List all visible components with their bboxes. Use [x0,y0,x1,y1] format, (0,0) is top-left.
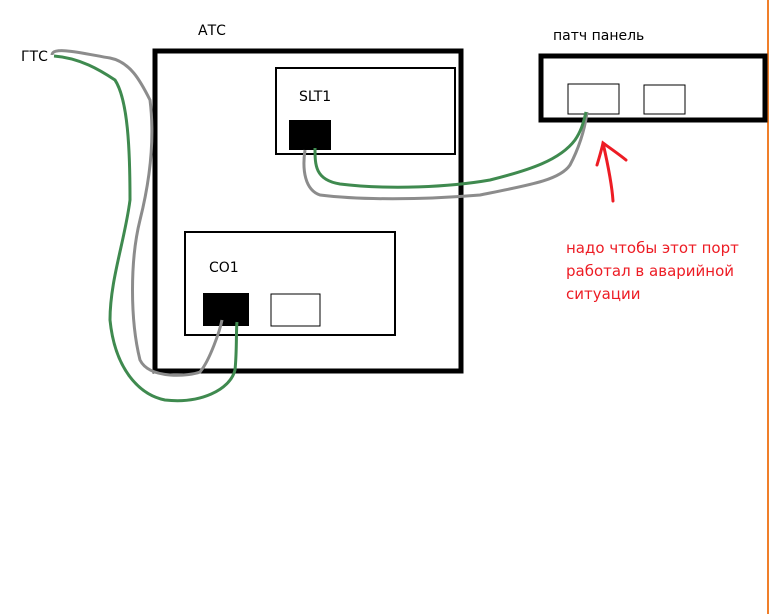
co1-label: CO1 [209,260,239,276]
note-line-1: надо чтобы этот порт [566,239,739,257]
slt1-board [275,67,456,155]
patch-port-2 [643,84,686,115]
ats-label: АТС [198,23,226,39]
gts-label: ГТС [21,49,48,65]
patch-port-1 [567,83,620,115]
gts-gray-wire [50,49,224,377]
co1-board [184,231,396,336]
ats-box [152,48,464,374]
patch-panel-label: патч панель [553,28,644,44]
red-arrow [595,140,628,203]
slt1-port [289,120,331,150]
co1-port-1 [203,293,249,326]
patch-panel-box [538,53,768,123]
note-line-3: ситуации [566,285,641,303]
gts-green-wire [53,54,239,403]
slt-gray-wire [302,111,589,201]
slt-green-wire [313,111,588,189]
slt1-label: SLT1 [299,89,331,105]
co1-port-2 [270,293,321,327]
note-line-2: работал в аварийной [566,262,734,280]
